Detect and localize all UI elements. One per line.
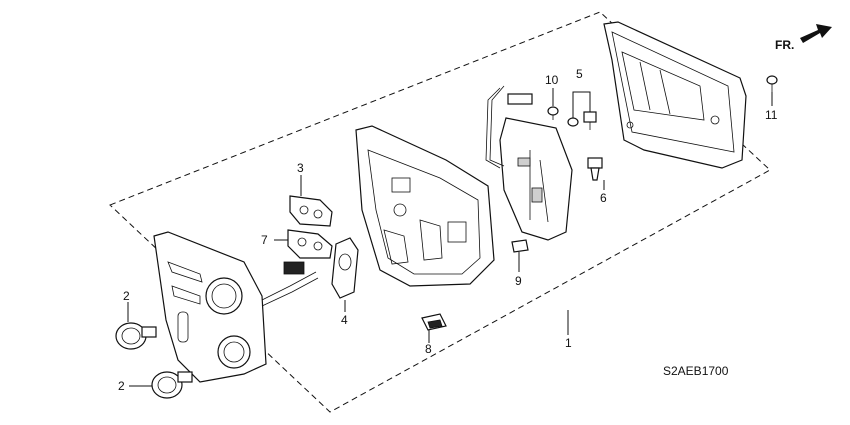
callout-2-fan-knob: 2 [123,289,130,303]
direction-label: FR. [775,38,794,52]
switch-part-3 [289,195,333,227]
bulb-socket-part-5 [567,111,597,130]
bulb-part-6 [587,157,603,181]
clip-part-8 [421,313,447,331]
front-control-panel [153,231,319,383]
callout-4: 4 [341,313,348,327]
switch-part-7 [287,229,333,259]
callout-5: 5 [576,67,583,81]
callout-3: 3 [297,161,304,175]
rear-housing-panel [603,21,747,169]
callout-10: 10 [545,73,559,87]
front-direction-indicator: FR. [775,24,832,52]
callout-9: 9 [515,274,522,288]
screw-part-10 [547,106,559,120]
front-arrow-icon [800,24,832,43]
callout-2-temp-knob: 2 [118,379,125,393]
temperature-control-knob [151,371,193,399]
fan-control-knob [115,322,157,350]
control-circuit-board [485,85,573,241]
callout-1: 1 [565,336,572,350]
callout-8: 8 [425,342,432,356]
callout-11: 11 [765,108,778,122]
control-unit-case [355,125,495,287]
indicator-lens-part-4 [331,237,359,299]
connector-part-9 [511,239,529,253]
leader-line-5 [572,91,591,118]
diagram-code: S2AEB1700 [663,364,729,378]
screw-part-11 [766,75,778,92]
callout-6: 6 [600,191,607,205]
callout-7: 7 [261,233,268,247]
